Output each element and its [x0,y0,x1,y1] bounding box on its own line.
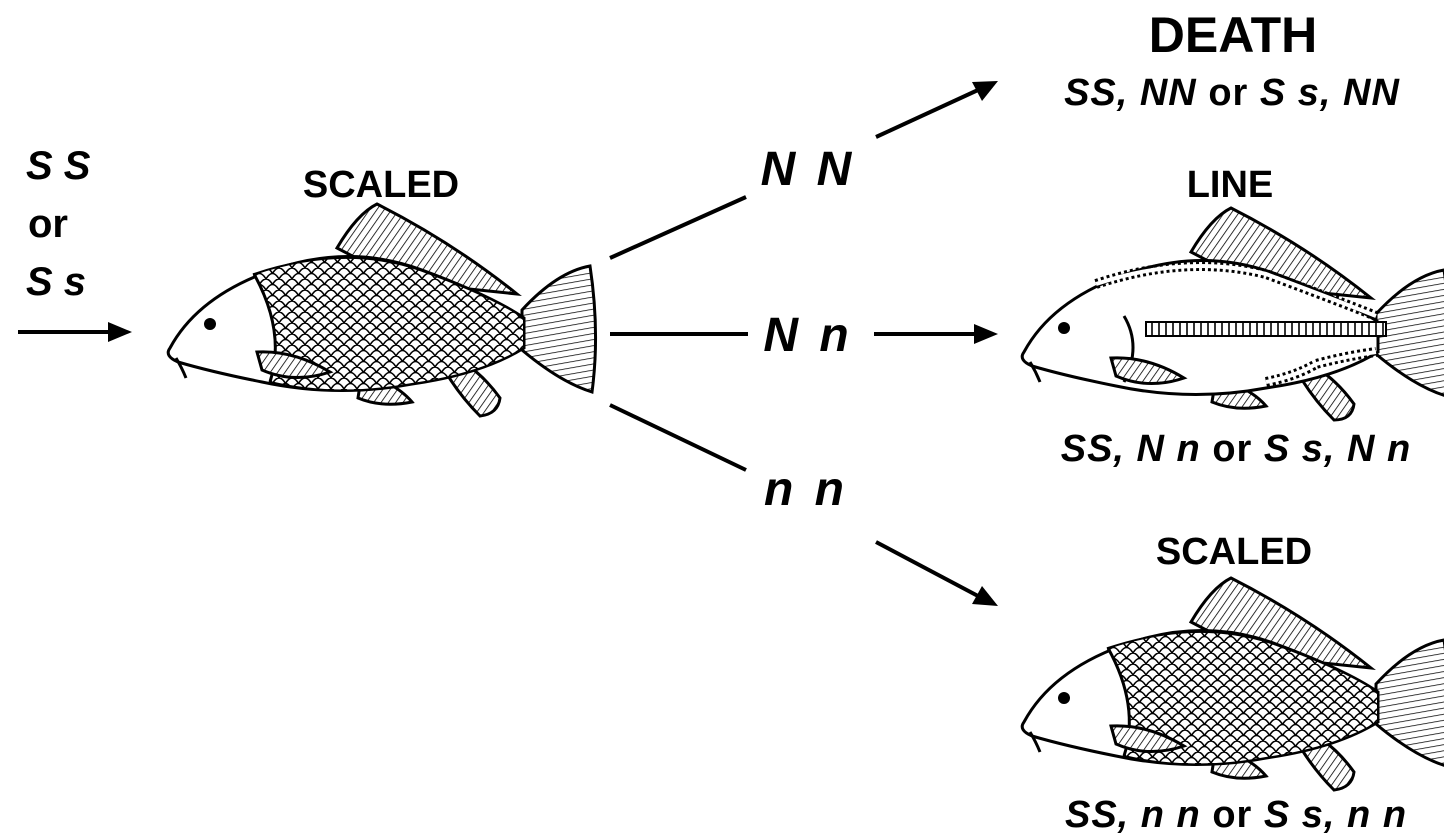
branch-genotype-nn-mid: N n [763,312,852,360]
branch-genotype-nn-lower: n n [764,466,848,514]
input-genotype-top: S S [26,146,90,186]
offspring-scaled-label: SCALED [1156,533,1312,571]
death-genotype-a: SS, NN [1064,72,1197,114]
branch-genotype-nn-upper: N N [761,146,856,194]
death-genotype-b: S s, NN [1260,72,1400,114]
scaled-or: or [1212,794,1252,836]
parent-scaled-label: SCALED [303,166,459,204]
death-label: DEATH [1149,10,1318,60]
line-label: LINE [1187,166,1274,204]
death-genotypes: SS, NN or S s, NN [1064,74,1400,112]
scaled-genotype-b: S s, n n [1264,794,1407,836]
input-genotype-bottom: S s [26,262,86,302]
scaled-genotypes: SS, n n or S s, n n [1065,796,1407,834]
line-or: or [1212,428,1252,470]
line-genotypes: SS, N n or S s, N n [1061,430,1412,468]
death-or: or [1208,72,1248,114]
line-genotype-b: S s, N n [1264,428,1411,470]
scaled-genotype-a: SS, n n [1065,794,1201,836]
input-or: or [28,204,68,244]
line-genotype-a: SS, N n [1061,428,1201,470]
